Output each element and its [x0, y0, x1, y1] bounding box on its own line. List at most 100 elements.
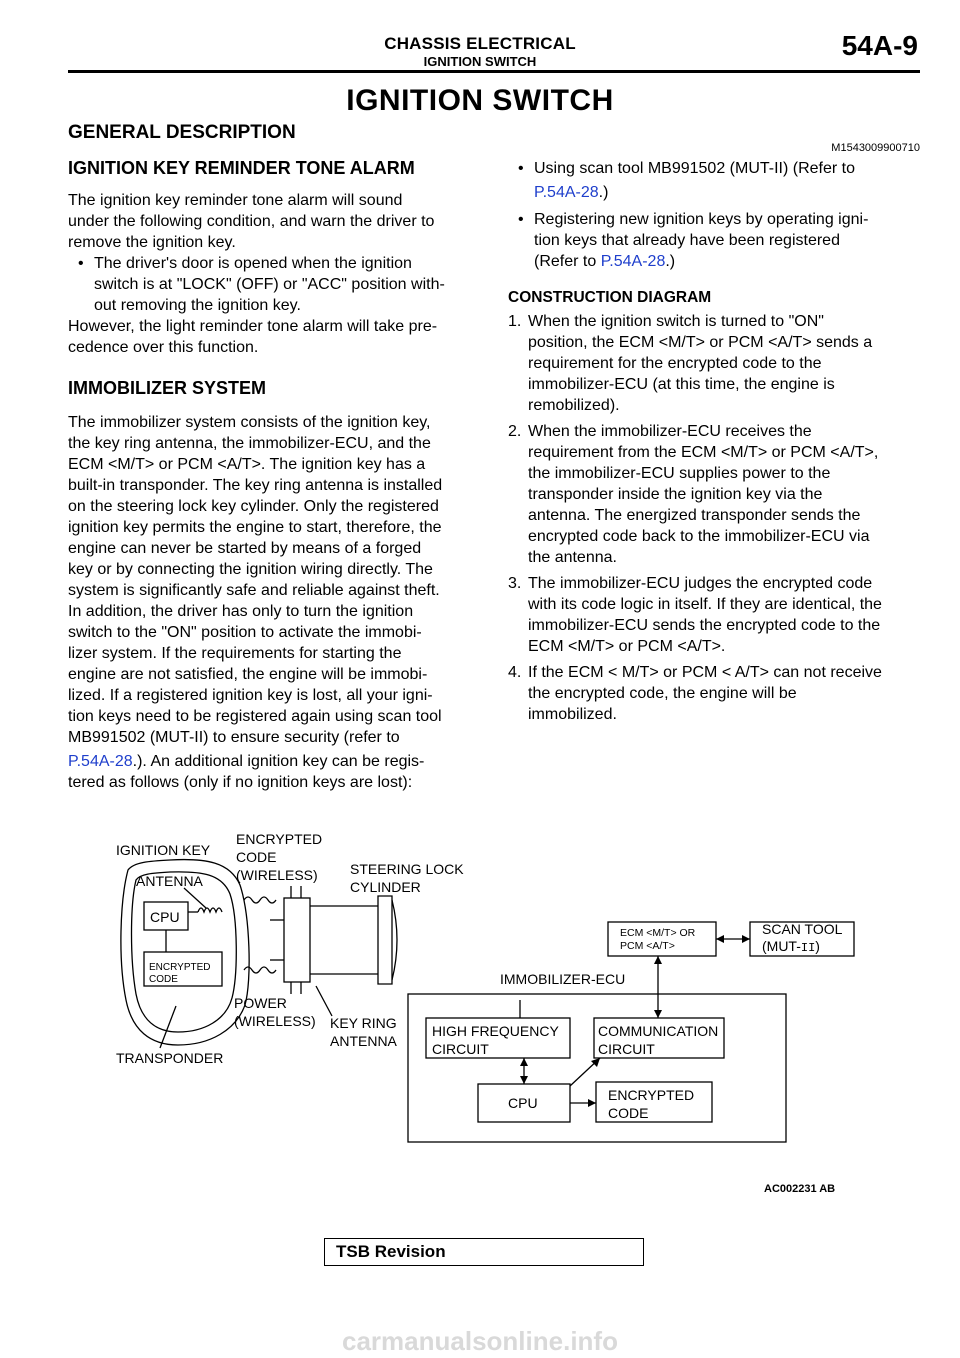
- registration-bullets: Using scan tool MB991502 (MUT-II) (Refer…: [508, 158, 922, 272]
- text-line: ECM <M/T> or PCM <A/T>. The ignition key…: [68, 456, 426, 473]
- text-line: key or by connecting the ignition wiring…: [68, 561, 433, 578]
- label-comm-1: COMMUNICATION: [598, 1023, 718, 1039]
- subsection-title: IGNITION SWITCH: [423, 54, 537, 69]
- section-title: CHASSIS ELECTRICAL: [384, 34, 576, 53]
- cylinder-flange: [377, 895, 393, 985]
- immobilizer-heading: IMMOBILIZER SYSTEM: [68, 378, 266, 398]
- text-line: (Refer to P.54A-28.): [534, 251, 922, 272]
- text-line: tion keys that already have been registe…: [534, 232, 840, 249]
- arrowhead: [591, 1058, 600, 1067]
- label-comm-2: CIRCUIT: [598, 1041, 655, 1057]
- label-ignition-key: IGNITION KEY: [116, 842, 211, 858]
- ref-link[interactable]: P.54A-28: [68, 753, 133, 770]
- construction-list: 1. When the ignition switch is turned to…: [508, 311, 922, 730]
- text-line: position, the ECM <M/T> or PCM <A/T> sen…: [528, 334, 873, 351]
- text-line: ECM <M/T> or PCM <A/T>.: [528, 638, 726, 655]
- label-hf-2: CIRCUIT: [432, 1041, 489, 1057]
- list-item: 1. When the ignition switch is turned to…: [508, 311, 922, 416]
- text-line: out removing the ignition key.: [94, 297, 301, 314]
- text-line: switch to the "ON" position to activate …: [68, 624, 422, 641]
- label-ecu-cpu: CPU: [508, 1095, 538, 1111]
- ref-link[interactable]: P.54A-28: [534, 184, 599, 201]
- label-power-2: (WIRELESS): [234, 1013, 316, 1029]
- label-steering-lock-2: CYLINDER: [350, 879, 421, 895]
- text-line: tered as follows (only if no ignition ke…: [68, 774, 413, 791]
- text-span: .). An additional ignition key can be re…: [132, 753, 425, 770]
- label-key-cpu: CPU: [150, 909, 180, 925]
- bullet-item: Registering new ignition keys by operati…: [508, 209, 922, 272]
- text-line: immobilizer-ECU sends the encrypted code…: [528, 617, 881, 634]
- label-steering-lock-1: STEERING LOCK: [350, 861, 464, 877]
- general-description-heading: GENERAL DESCRIPTION: [68, 122, 296, 143]
- list-item: 3. The immobilizer-ECU judges the encryp…: [508, 573, 922, 657]
- text-line: requirement from the ECM <M/T> or PCM <A…: [528, 444, 879, 461]
- text-line: antenna. The energized transponder sends…: [528, 507, 861, 524]
- text-line: the key ring antenna, the immobilizer-EC…: [68, 435, 431, 452]
- reminder-heading: IGNITION KEY REMINDER TONE ALARM: [68, 158, 415, 178]
- text-line: Registering new ignition keys by operati…: [534, 211, 869, 228]
- encrypted-code-wave-icon: [243, 896, 277, 904]
- label-power-1: POWER: [234, 995, 287, 1011]
- text-line: The driver's door is opened when the ign…: [94, 255, 412, 272]
- label-encrypted-wireless-1: ENCRYPTED: [236, 831, 322, 847]
- text-line: engine can never be started by means of …: [68, 540, 422, 557]
- label-encrypted-wireless-3: (WIRELESS): [236, 867, 318, 883]
- arrowhead: [520, 1076, 528, 1084]
- bullet-item: The driver's door is opened when the ign…: [68, 253, 480, 316]
- label-immobilizer-ecu: IMMOBILIZER-ECU: [500, 971, 625, 987]
- antenna-leader: [183, 887, 207, 909]
- text-line: The ignition key reminder tone alarm wil…: [68, 192, 403, 209]
- tsb-revision-label: TSB Revision: [336, 1242, 446, 1261]
- arrowhead: [654, 956, 662, 964]
- key-ring-antenna-block: [283, 897, 311, 983]
- antenna-coil-icon: [197, 907, 223, 914]
- label-key-enc-2: CODE: [149, 974, 178, 985]
- document-code: M1543009900710: [831, 142, 920, 154]
- key-ring-leader: [315, 985, 333, 1017]
- power-wave-icon: [243, 966, 277, 974]
- text-line: In addition, the driver has only to turn…: [68, 603, 414, 620]
- ref-link[interactable]: P.54A-28: [600, 253, 666, 270]
- text-line: When the immobilizer-ECU receives the: [528, 423, 812, 440]
- text-line: transponder inside the ignition key via …: [528, 486, 823, 503]
- item-number: 4.: [508, 664, 522, 681]
- arrowhead: [588, 1099, 596, 1107]
- text-line: Using scan tool MB991502 (MUT-II) (Refer…: [534, 160, 856, 177]
- text-line: immobilizer-ECU (at this time, the engin…: [528, 376, 835, 393]
- comm-circuit-box: [593, 1017, 725, 1059]
- text-line: built-in transponder. The key ring anten…: [68, 477, 443, 494]
- text-line: tion keys need to be registered again us…: [68, 708, 442, 725]
- list-item: 4. If the ECM < M/T> or PCM < A/T> can n…: [508, 662, 922, 725]
- immobilizer-ecu-box: [407, 993, 787, 1143]
- text-line: engine are not satisfied, the engine wil…: [68, 666, 428, 683]
- text-line: under the following condition, and warn …: [68, 213, 435, 230]
- label-scan-tool-1: SCAN TOOL: [762, 921, 843, 937]
- bullet-item: Using scan tool MB991502 (MUT-II) (Refer…: [508, 158, 922, 203]
- construction-heading: CONSTRUCTION DIAGRAM: [508, 289, 712, 306]
- arrowhead: [716, 935, 724, 943]
- text-line: However, the light reminder tone alarm w…: [68, 318, 438, 335]
- text-line: MB991502 (MUT-II) to ensure security (re…: [68, 729, 400, 746]
- text-line: P.54A-28.). An additional ignition key c…: [68, 751, 480, 772]
- watermark: carmanualsonline.info: [342, 1326, 618, 1356]
- label-key-ring-1: KEY RING: [330, 1015, 397, 1031]
- label-scan-tool-2: (MUT-II): [762, 938, 820, 955]
- label-key-enc-1: ENCRYPTED: [149, 962, 211, 973]
- label-antenna: ANTENNA: [136, 873, 204, 889]
- label-ecm-1: ECM <M/T> OR: [620, 927, 696, 939]
- text-line: P.54A-28.): [534, 182, 922, 203]
- key-encrypted-code-box: [143, 951, 223, 987]
- ignition-key-inner-outline: [130, 871, 237, 1033]
- text-line: When the ignition switch is turned to "O…: [528, 313, 824, 330]
- label-ecu-enc-2: CODE: [608, 1105, 648, 1121]
- text-line: switch is at "LOCK" (OFF) or "ACC" posit…: [94, 276, 445, 293]
- text-line: remove the ignition key.: [68, 234, 236, 251]
- text-line: lizer system. If the requirements for st…: [68, 645, 402, 662]
- hf-circuit-box: [425, 1017, 571, 1059]
- text-line: immobilized.: [528, 706, 617, 723]
- figure-id: AC002231 AB: [764, 1183, 835, 1195]
- cylinder-flange-back: [391, 899, 398, 981]
- item-number: 1.: [508, 313, 522, 330]
- label-ecu-enc-1: ENCRYPTED: [608, 1087, 694, 1103]
